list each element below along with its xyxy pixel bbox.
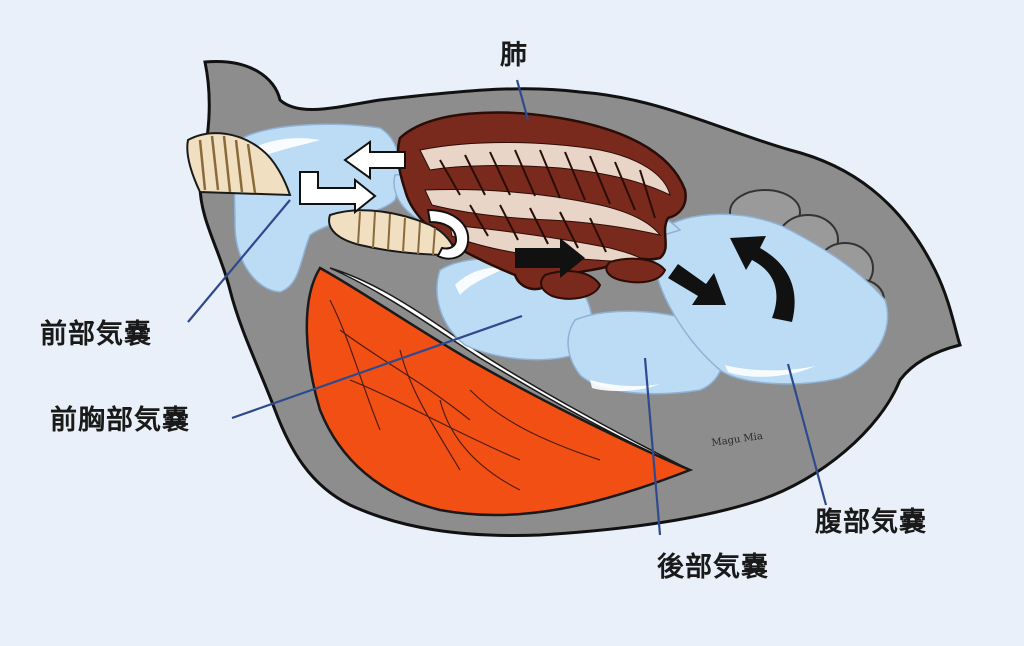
white-arrow-curl-icon <box>426 208 470 260</box>
leader-lung <box>515 79 530 121</box>
heart-organ <box>305 266 694 517</box>
lung-lower-lobes <box>539 257 667 300</box>
heart-highlight <box>329 267 691 471</box>
leader-anterior <box>187 199 291 323</box>
black-arrow-right-icon <box>515 238 585 278</box>
white-arrow-left-icon <box>343 140 406 180</box>
label-posterior-air-sac: 後部気嚢 <box>657 552 769 583</box>
abdominal-air-sac-shape <box>652 213 889 385</box>
black-arrow-down-right-icon <box>668 264 726 305</box>
trachea <box>186 132 457 257</box>
label-abdominal-air-sac: 腹部気嚢 <box>815 507 927 538</box>
leader-posterior <box>643 357 662 536</box>
leader-abdominal <box>786 363 828 506</box>
label-anterior-thoracic-air-sac: 前胸部気嚢 <box>50 405 190 436</box>
label-lung: 肺 <box>500 40 528 71</box>
lung-stripes <box>439 149 656 253</box>
leader-lines <box>187 79 828 536</box>
white-arrow-u-icon <box>299 171 377 215</box>
heart-veins <box>329 299 601 491</box>
leader-anterior-thoracic <box>231 314 523 420</box>
black-flow-arrows <box>515 236 795 322</box>
white-flow-arrows <box>299 140 470 260</box>
label-anterior-air-sac: 前部気嚢 <box>40 319 152 350</box>
black-arrow-curved-up-icon <box>730 236 795 322</box>
